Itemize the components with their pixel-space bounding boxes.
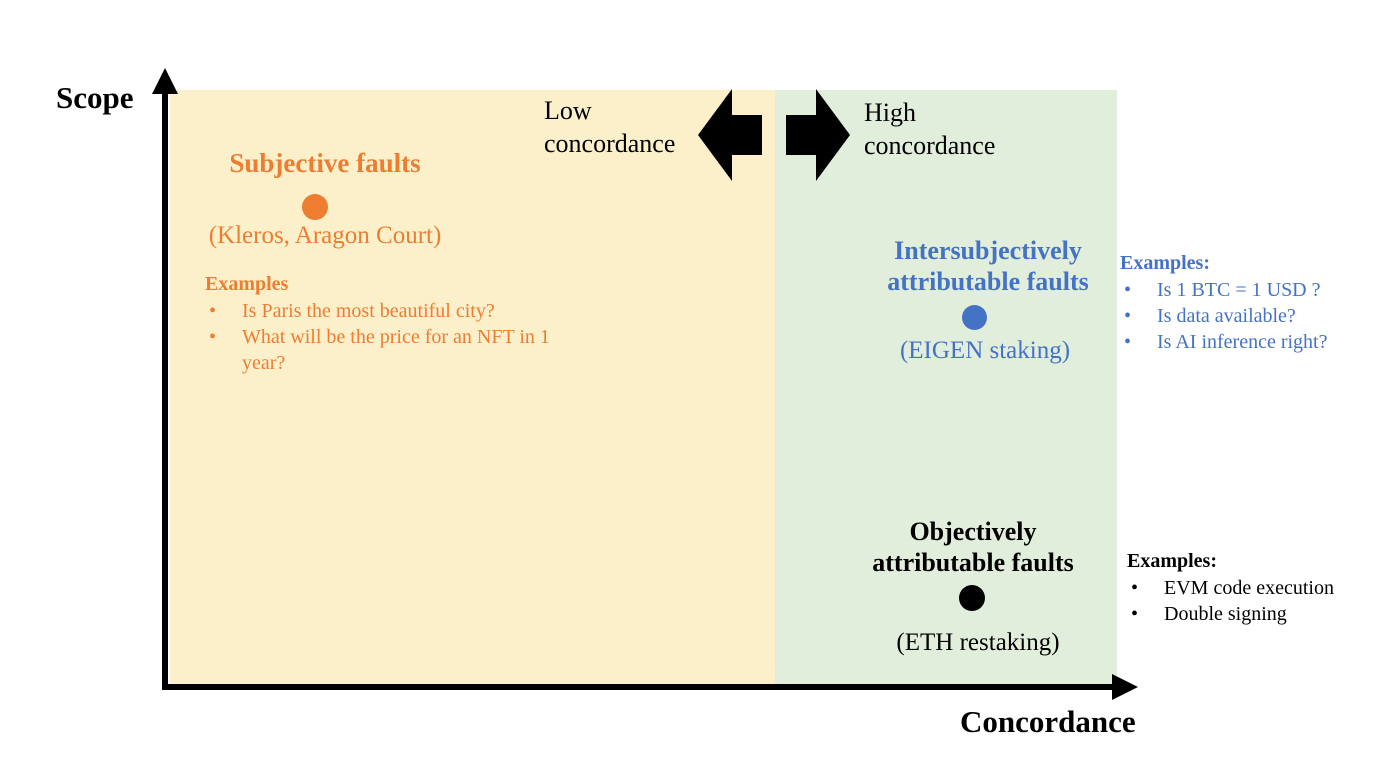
intersubjective-examples-title: Examples:	[1120, 252, 1210, 274]
objective-examples-list: EVM code executionDouble signing	[1127, 575, 1379, 627]
intersubjective-examples-list: Is 1 BTC = 1 USD ?Is data available?Is A…	[1120, 277, 1382, 355]
subjective-faults-subtitle: (Kleros, Aragon Court)	[208, 222, 442, 249]
objective-faults-title: Objectively attributable faults	[872, 517, 1074, 577]
intersubjective-examples-block: Examples: Is 1 BTC = 1 USD ?Is data avai…	[1120, 250, 1382, 355]
x-axis	[162, 684, 1116, 690]
right-block-arrow-shape	[786, 89, 850, 181]
high-concordance-region	[775, 90, 1117, 686]
subjective-examples-title: Examples	[205, 273, 289, 295]
example-item: Is data available?	[1120, 303, 1382, 329]
subjective-examples-list: Is Paris the most beautiful city?What wi…	[205, 298, 550, 376]
intersubjective-faults-subtitle: (EIGEN staking)	[899, 337, 1071, 364]
example-item: Is Paris the most beautiful city?	[205, 298, 550, 324]
example-item: Is 1 BTC = 1 USD ?	[1120, 277, 1382, 303]
objective-faults-subtitle: (ETH restaking)	[896, 629, 1060, 656]
objective-examples-title: Examples:	[1127, 550, 1217, 572]
low-concordance-label: Low concordance	[544, 96, 676, 158]
objective-faults-dot	[959, 585, 985, 611]
example-item: Double signing	[1127, 601, 1379, 627]
objective-examples-block: Examples: EVM code executionDouble signi…	[1127, 548, 1379, 627]
intersubjective-faults-title: Intersubjectively attributable faults	[887, 236, 1089, 296]
right-block-arrow-icon	[786, 89, 850, 181]
y-axis-arrowhead-icon	[152, 68, 178, 94]
left-block-arrow-shape	[698, 89, 762, 181]
subjective-examples-block: Examples Is Paris the most beautiful cit…	[205, 271, 550, 376]
low-concordance-region	[170, 90, 775, 686]
x-axis-label: Concordance	[960, 704, 1136, 739]
example-item: EVM code execution	[1127, 575, 1379, 601]
high-concordance-label: High concordance	[864, 98, 996, 160]
intersubjective-faults-dot	[962, 305, 987, 330]
subjective-faults-title: Subjective faults	[229, 148, 421, 178]
subjective-faults-dot	[302, 194, 328, 220]
left-block-arrow-icon	[698, 89, 762, 181]
y-axis	[162, 80, 168, 688]
example-item: What will be the price for an NFT in 1 y…	[205, 324, 550, 376]
x-axis-arrowhead-icon	[1112, 674, 1138, 700]
y-axis-label: Scope	[56, 80, 134, 115]
example-item: Is AI inference right?	[1120, 329, 1382, 355]
